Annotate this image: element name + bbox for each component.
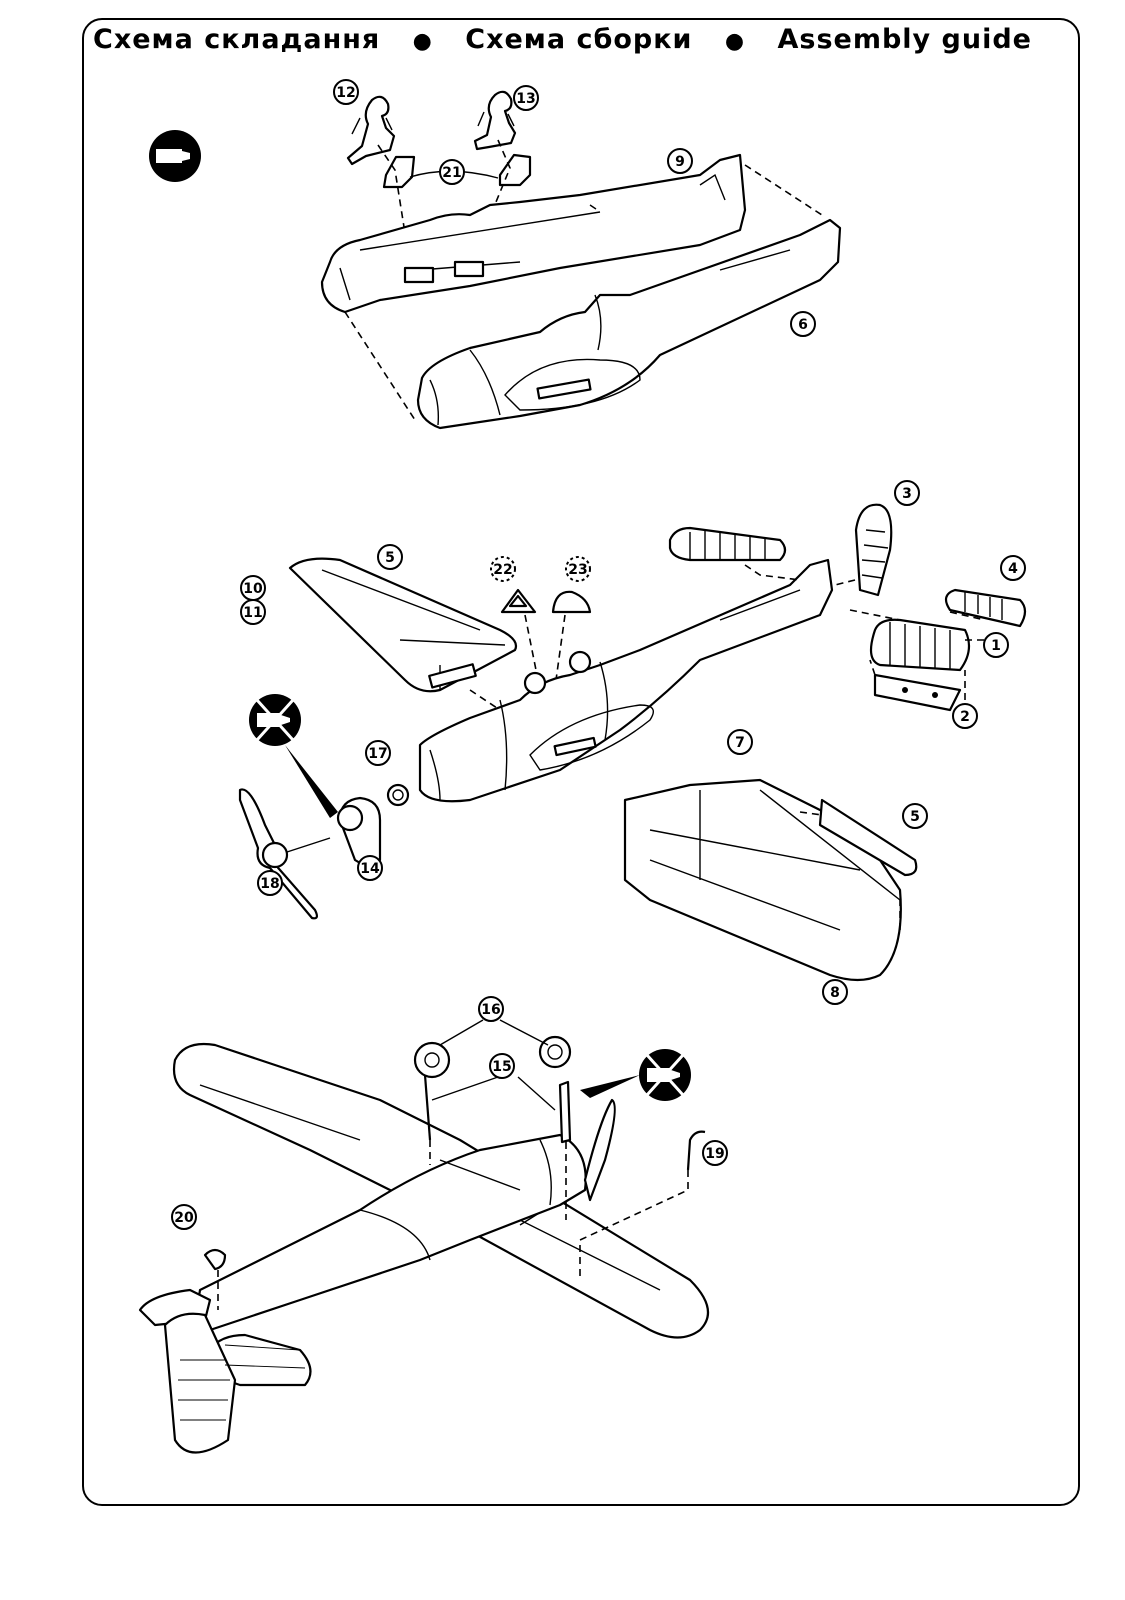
propeller-18 — [238, 788, 319, 920]
svg-text:5: 5 — [385, 550, 395, 566]
title-separator: ● — [412, 29, 433, 54]
svg-text:23: 23 — [568, 562, 587, 578]
callout-9: 9 — [667, 148, 693, 174]
callout-22: 22 — [490, 556, 516, 582]
svg-text:9: 9 — [675, 154, 685, 170]
upper-wing-left — [288, 557, 518, 693]
svg-text:19: 19 — [705, 1146, 724, 1162]
no-glue-icon — [249, 694, 301, 746]
callout-19: 19 — [702, 1140, 728, 1166]
svg-text:2: 2 — [960, 709, 970, 725]
svg-text:8: 8 — [830, 985, 840, 1001]
svg-text:21: 21 — [442, 165, 461, 181]
callout-10: 10 — [240, 575, 266, 601]
callout-20: 20 — [171, 1204, 197, 1230]
svg-text:18: 18 — [260, 876, 279, 892]
callout-15: 15 — [489, 1053, 515, 1079]
elevator-4 — [944, 588, 1027, 628]
fin-rudder-3 — [854, 503, 893, 597]
callout-23: 23 — [565, 556, 591, 582]
svg-text:20: 20 — [174, 1210, 194, 1226]
callout-11: 11 — [240, 599, 266, 625]
svg-text:13: 13 — [516, 91, 535, 107]
seat-left — [382, 155, 416, 189]
canopy-part-22 — [500, 588, 537, 614]
callout-2: 2 — [952, 703, 978, 729]
aileron-5-lower — [818, 798, 918, 877]
svg-text:22: 22 — [493, 562, 512, 578]
pitot-19 — [686, 1130, 706, 1171]
step-3-landing-gear — [138, 1019, 710, 1454]
callout-4: 4 — [1000, 555, 1026, 581]
svg-text:15: 15 — [492, 1059, 511, 1075]
svg-text:7: 7 — [735, 735, 745, 751]
wheel-16-left — [413, 1041, 451, 1079]
title-english: Assembly guide — [777, 24, 1032, 55]
complete-model-fin — [163, 1312, 237, 1454]
gear-leg-15-right — [558, 1080, 572, 1144]
svg-text:11: 11 — [243, 605, 262, 621]
gear-leg-15-left — [423, 1074, 432, 1141]
title-ukrainian: Схема складання — [93, 24, 381, 55]
callout-markers: 12 13 21 9 6 3 5 22 23 4 10 11 1 2 7 17 … — [171, 79, 1026, 1230]
callout-12: 12 — [333, 79, 359, 105]
fuselage-assembled — [418, 558, 834, 803]
callout-3: 3 — [894, 480, 920, 506]
seat-right — [498, 153, 532, 187]
title-separator: ● — [724, 29, 746, 54]
svg-text:3: 3 — [902, 486, 912, 502]
callout-13: 13 — [513, 85, 539, 111]
callout-6: 6 — [790, 311, 816, 337]
callout-7: 7 — [727, 729, 753, 755]
callout-5b: 5 — [902, 803, 928, 829]
tailwheel-20 — [203, 1248, 227, 1271]
pilot-figure-12 — [346, 95, 396, 166]
step-2-wings-tail — [238, 503, 1027, 982]
lower-wing-7-8 — [623, 778, 902, 982]
no-glue-icon — [639, 1049, 691, 1101]
canopy-part-23 — [551, 590, 592, 614]
callout-16: 16 — [478, 996, 504, 1022]
svg-text:1: 1 — [991, 638, 1001, 654]
callout-21: 21 — [439, 159, 465, 185]
svg-text:10: 10 — [243, 581, 263, 597]
callout-17: 17 — [365, 740, 391, 766]
svg-text:12: 12 — [336, 85, 355, 101]
step-1-fuselage — [149, 90, 842, 430]
complete-model-propeller — [583, 1098, 616, 1202]
wheel-16-right — [538, 1035, 572, 1069]
callout-1: 1 — [983, 632, 1009, 658]
pilot-figure-13 — [473, 90, 517, 151]
callout-18: 18 — [257, 870, 283, 896]
page-frame — [82, 18, 1080, 1506]
stabilizer-bottom-2 — [873, 673, 962, 712]
stabilizer-upper — [668, 526, 787, 562]
callout-8: 8 — [822, 979, 848, 1005]
svg-text:17: 17 — [368, 746, 387, 762]
svg-text:5: 5 — [910, 809, 920, 825]
svg-text:4: 4 — [1008, 561, 1018, 577]
svg-text:14: 14 — [360, 861, 380, 877]
callout-14: 14 — [357, 855, 383, 881]
fuselage-right-half — [416, 218, 842, 430]
washer-17 — [386, 783, 410, 807]
page-title: Схема складання ● Схема сборки ● Assembl… — [0, 24, 1125, 55]
svg-text:6: 6 — [798, 317, 808, 333]
title-russian: Схема сборки — [465, 24, 693, 55]
callout-5a: 5 — [377, 544, 403, 570]
svg-text:16: 16 — [481, 1002, 500, 1018]
glue-tube-icon — [149, 130, 201, 182]
